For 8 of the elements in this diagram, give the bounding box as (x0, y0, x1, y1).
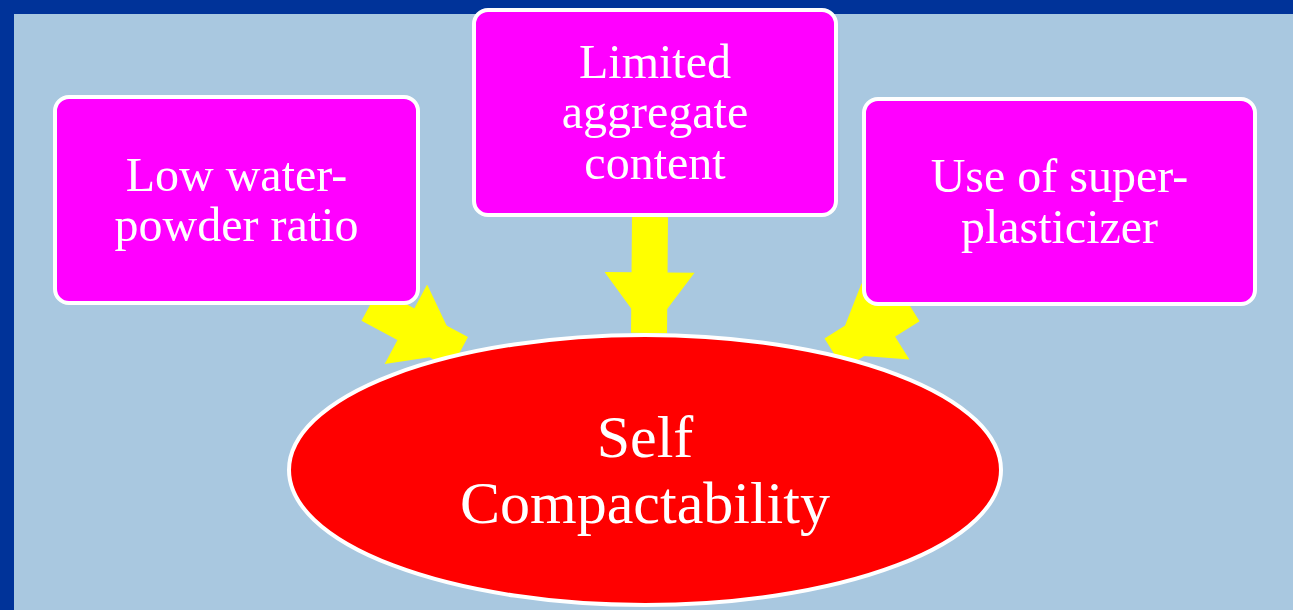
process-box (862, 97, 1257, 306)
box-label: Limited aggregate content (560, 36, 750, 189)
block-arrow (604, 216, 695, 334)
ellipse-label: Self Compactability (459, 404, 831, 536)
process-box (53, 95, 420, 305)
process-box (472, 8, 838, 217)
box-label: Use of super-plasticizer (929, 151, 1190, 252)
box-label: Low water-powder ratio (113, 149, 360, 251)
